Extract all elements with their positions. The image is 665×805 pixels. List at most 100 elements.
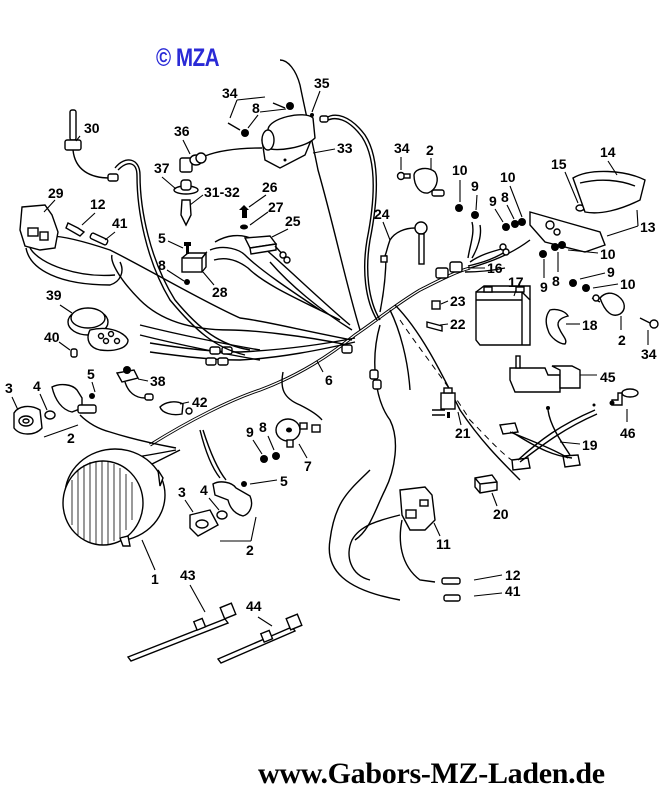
callout-16: 16 [487, 260, 503, 276]
callout-34-c: 34 [641, 346, 657, 362]
part-22-connector [426, 321, 443, 332]
callout-15: 15 [551, 156, 567, 172]
callout-28: 28 [212, 284, 228, 300]
callout-42: 42 [192, 394, 208, 410]
callout-8-d: 8 [552, 273, 560, 289]
callout-43: 43 [180, 567, 196, 583]
part-4-bulb-a [44, 410, 56, 420]
callout-26: 26 [262, 179, 278, 195]
part-46-plug [609, 388, 639, 406]
callout-2-d: 2 [246, 542, 254, 558]
callout-25: 25 [285, 213, 301, 229]
part-43-cable-tie [126, 602, 237, 662]
callout-35: 35 [314, 75, 330, 91]
part-41-fuse-right [443, 594, 461, 602]
callout-39: 39 [46, 287, 62, 303]
callout-2-a: 2 [426, 142, 434, 158]
callout-10-c: 10 [600, 246, 616, 262]
part-24-sensor [380, 221, 428, 265]
part-45-battery-tray [509, 355, 581, 393]
part-2-front-signal-a [51, 383, 97, 414]
callout-38: 38 [150, 373, 166, 389]
callout-5-c: 5 [280, 473, 288, 489]
callout-10-b: 10 [500, 169, 516, 185]
part-2-front-signal-b [212, 481, 253, 517]
part-12-bulb-left [65, 222, 86, 237]
callout-2-b: 2 [618, 332, 626, 348]
callout-12-right: 12 [505, 567, 521, 583]
callout-40: 40 [44, 329, 60, 345]
part-16-harness-end [467, 221, 510, 267]
callout-33: 33 [337, 140, 353, 156]
callout-10-a: 10 [452, 162, 468, 178]
part-2-rear-signal-a [396, 167, 445, 197]
callout-2-c: 2 [67, 430, 75, 446]
part-11-switch-right [348, 486, 436, 583]
part-41-fuse-left [89, 232, 109, 246]
part-38-switch [115, 366, 154, 401]
callout-27: 27 [268, 199, 284, 215]
part-26-screw [239, 205, 249, 218]
part-20-block [474, 474, 498, 494]
callout-44: 44 [246, 598, 262, 614]
callout-9-b: 9 [489, 193, 497, 209]
callout-21: 21 [455, 425, 471, 441]
callout-36: 36 [174, 123, 190, 139]
callout-8-b: 8 [252, 100, 260, 116]
part-7-horn [275, 418, 321, 448]
callout-6: 6 [325, 372, 333, 388]
part-34-bolt-right [639, 317, 659, 329]
part-4-bulb-b [216, 510, 228, 520]
callout-9-a: 9 [471, 178, 479, 194]
callout-18: 18 [582, 317, 598, 333]
part-30-sensor [64, 109, 119, 182]
callout-3-a: 3 [5, 380, 13, 396]
part-25-regulator [243, 235, 291, 264]
main-harness [39, 59, 531, 601]
part-1-headlight [62, 448, 166, 547]
callout-8-c: 8 [501, 189, 509, 205]
callout-34-a: 34 [222, 85, 238, 101]
part-44-cable-tie [216, 613, 303, 664]
part-21-relay [432, 387, 456, 418]
callout-30: 30 [84, 120, 100, 136]
part-31-32-spark-plug [180, 199, 192, 227]
callout-19: 19 [582, 437, 598, 453]
part-18-strap [545, 308, 570, 345]
callout-5-a: 5 [158, 230, 166, 246]
callout-10-d: 10 [620, 276, 636, 292]
part-29-switch [19, 204, 123, 286]
callout-14: 14 [600, 144, 616, 160]
website-footer[interactable]: www.Gabors-MZ-Laden.de [258, 757, 605, 790]
callout-41-left: 41 [112, 215, 128, 231]
part-5-screw-a [184, 242, 191, 254]
callout-4-a: 4 [33, 378, 41, 394]
part-19-sub-harness [499, 403, 598, 471]
part-36-plug-cap [179, 147, 263, 173]
callout-9-e: 9 [246, 424, 254, 440]
part-14-lens [572, 170, 646, 214]
callout-34-b: 34 [394, 140, 410, 156]
callout-13: 13 [640, 219, 656, 235]
part-3-lens-right [189, 509, 219, 537]
callout-17: 17 [508, 274, 524, 290]
callout-3-b: 3 [178, 484, 186, 500]
part-34-bolts-top [227, 102, 294, 137]
callout-20: 20 [493, 506, 509, 522]
callout-41-right: 41 [505, 583, 521, 599]
callout-7: 7 [304, 458, 312, 474]
callout-9-c: 9 [540, 279, 548, 295]
callout-9-d: 9 [607, 264, 615, 280]
callout-29: 29 [48, 185, 64, 201]
part-37-suppressor [173, 179, 199, 195]
part-12-bulb-right [441, 577, 461, 585]
callout-46: 46 [620, 425, 636, 441]
callout-23: 23 [450, 293, 466, 309]
part-33-ignition-coil [261, 114, 316, 169]
callout-12-left: 12 [90, 196, 106, 212]
part-39-instrument [67, 307, 129, 352]
callout-5-b: 5 [87, 366, 95, 382]
callout-22: 22 [450, 316, 466, 332]
